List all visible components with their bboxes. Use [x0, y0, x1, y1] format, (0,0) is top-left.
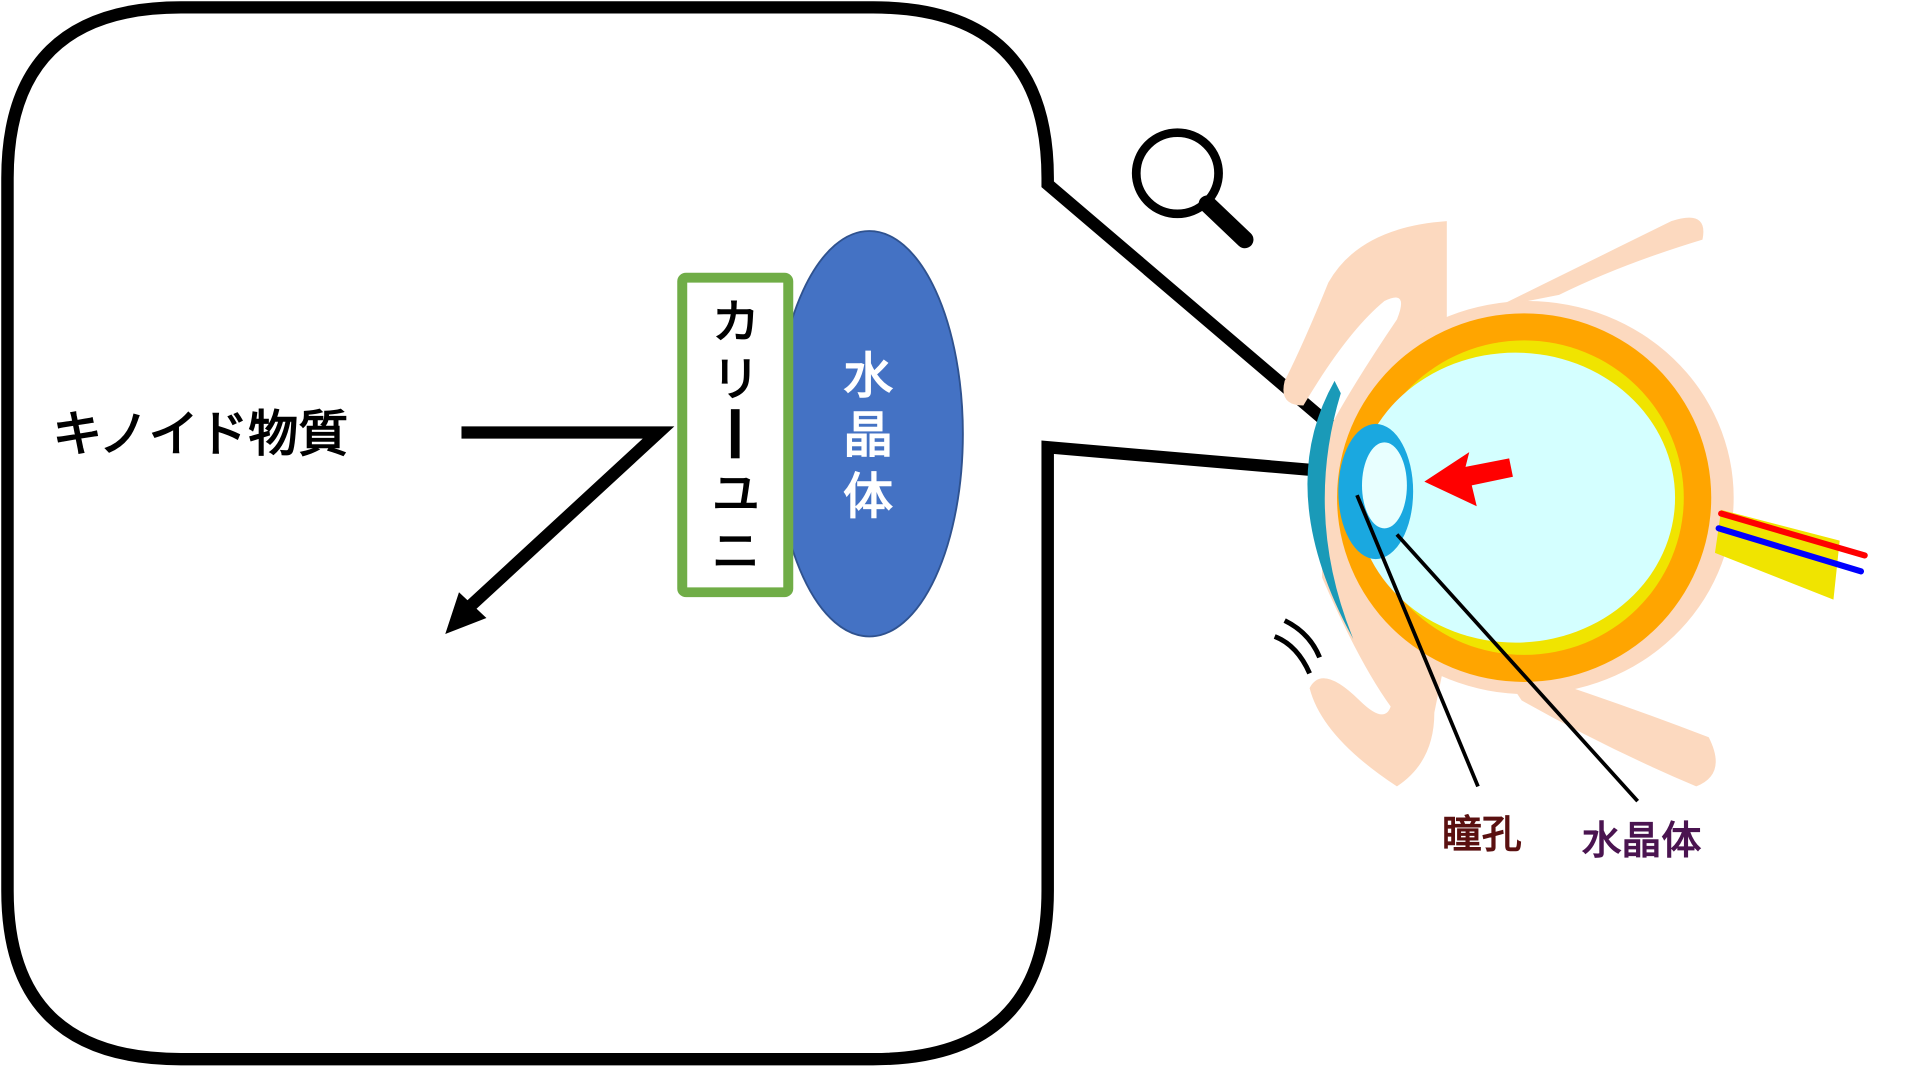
lens-char: 体: [843, 468, 893, 526]
lens-char: 晶: [843, 407, 893, 465]
eye-lens-label: 水晶体: [1582, 818, 1702, 864]
reflection-arrow: [459, 426, 675, 617]
lens-vertical-label: 水 晶 体: [843, 348, 893, 526]
arrowhead-icon: [445, 592, 487, 635]
magnifier-icon: [1131, 128, 1254, 249]
capsule-vertical-label: カ リ ユ ニ: [712, 295, 759, 579]
capsule-char: リ: [712, 353, 759, 408]
eye-illustration: [1273, 217, 1868, 803]
capsule-char: ユ: [712, 467, 759, 522]
pupil-label: 瞳孔: [1442, 812, 1522, 858]
substance-label: キノイド物質: [52, 405, 348, 463]
capsule-char-dash: [730, 409, 740, 459]
lens-char: 水: [843, 348, 893, 406]
capsule-char: ニ: [712, 525, 759, 580]
capsule-char: カ: [712, 295, 759, 350]
light-arrow-icon: [1424, 452, 1513, 507]
